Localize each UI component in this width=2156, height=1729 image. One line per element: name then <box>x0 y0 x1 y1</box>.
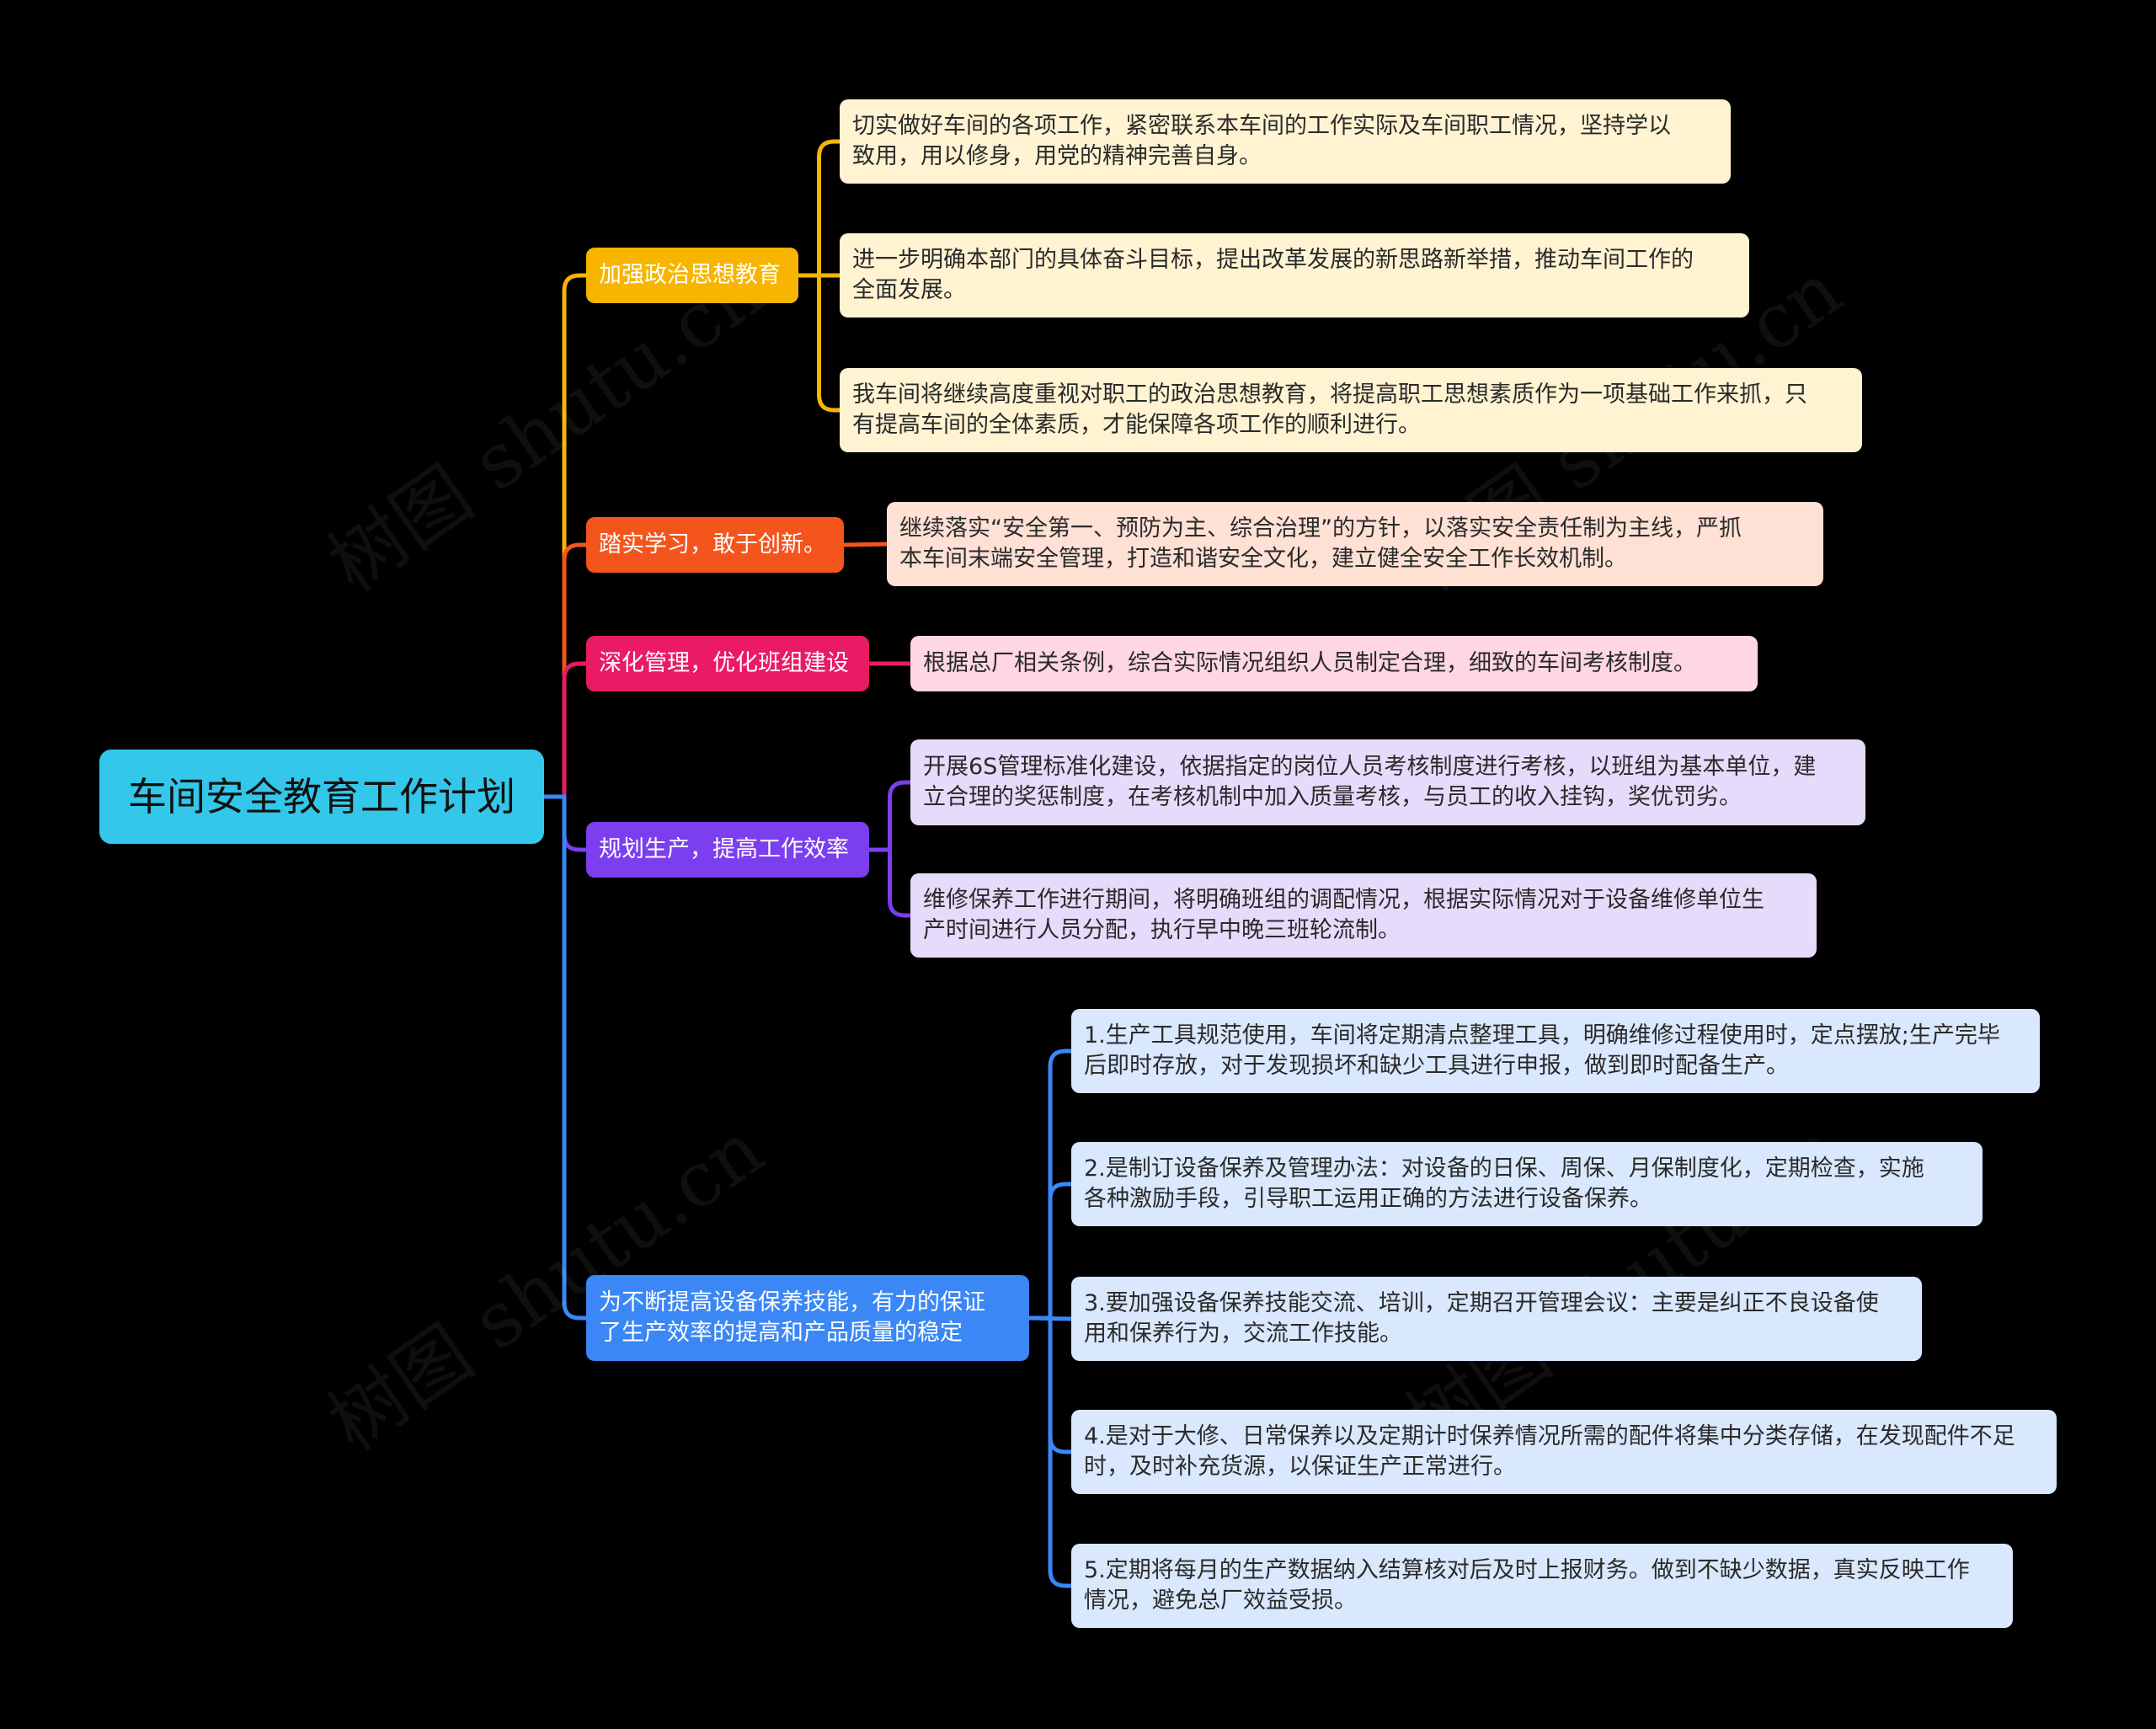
leaf-text: 3.要加强设备保养技能交流、培训，定期召开管理会议：主要是纠正不良设备使 用和保… <box>1084 1290 1879 1347</box>
root-node[interactable]: 车间安全教育工作计划 <box>99 750 544 844</box>
branch-label: 规划生产，提高工作效率 <box>599 836 849 862</box>
leaf-text: 切实做好车间的各项工作，紧密联系本车间的工作实际及车间职工情况，坚持学以 致用，… <box>852 113 1671 169</box>
root-label: 车间安全教育工作计划 <box>128 774 515 819</box>
leaf-node[interactable]: 根据总厂相关条例，综合实际情况组织人员制定合理，细致的车间考核制度。 <box>910 636 1758 691</box>
leaf-node[interactable]: 切实做好车间的各项工作，紧密联系本车间的工作实际及车间职工情况，坚持学以 致用，… <box>840 99 1731 184</box>
branch-node[interactable]: 深化管理，优化班组建设 <box>586 636 869 691</box>
leaf-node[interactable]: 1.生产工具规范使用，车间将定期清点整理工具，明确维修过程使用时，定点摆放;生产… <box>1071 1009 2040 1093</box>
leaf-text: 1.生产工具规范使用，车间将定期清点整理工具，明确维修过程使用时，定点摆放;生产… <box>1084 1022 2000 1079</box>
leaf-node[interactable]: 2.是制订设备保养及管理办法：对设备的日保、周保、月保制度化，定期检查，实施 各… <box>1071 1142 1983 1226</box>
connector-line <box>796 139 842 278</box>
connector-line <box>542 661 589 799</box>
leaf-text: 维修保养工作进行期间，将明确班组的调配情况，根据实际情况对于设备维修单位生 产时… <box>923 887 1764 943</box>
branch-node[interactable]: 规划生产，提高工作效率 <box>586 822 869 878</box>
connector-line <box>796 273 842 413</box>
connector-line <box>867 847 913 918</box>
leaf-text: 5.定期将每月的生产数据纳入结算核对后及时上报财务。做到不缺少数据，真实反映工作… <box>1084 1557 1970 1614</box>
connector-line <box>1027 1315 1074 1588</box>
connector-line <box>542 273 589 799</box>
connector-line <box>542 794 589 1321</box>
branch-label: 深化管理，优化班组建设 <box>599 650 849 676</box>
branch-label: 为不断提高设备保养技能，有力的保证 了生产效率的提高和产品质量的稳定 <box>599 1289 985 1346</box>
leaf-text: 继续落实“安全第一、预防为主、综合治理”的方针，以落实安全责任制为主线，严抓 本… <box>899 515 1742 572</box>
leaf-text: 进一步明确本部门的具体奋斗目标，提出改革发展的新思路新举措，推动车间工作的 全面… <box>852 247 1694 303</box>
leaf-text: 2.是制订设备保养及管理办法：对设备的日保、周保、月保制度化，定期检查，实施 各… <box>1084 1155 1924 1212</box>
leaf-node[interactable]: 维修保养工作进行期间，将明确班组的调配情况，根据实际情况对于设备维修单位生 产时… <box>910 873 1817 958</box>
leaf-node[interactable]: 4.是对于大修、日常保养以及定期计时保养情况所需的配件将集中分类存储，在发现配件… <box>1071 1410 2057 1494</box>
connector-line <box>1027 1182 1074 1321</box>
connector-line <box>1027 1049 1074 1321</box>
leaf-text: 4.是对于大修、日常保养以及定期计时保养情况所需的配件将集中分类存储，在发现配件… <box>1084 1423 2015 1480</box>
branch-label: 踏实学习，敢于创新。 <box>599 531 826 558</box>
connector-line <box>867 780 913 852</box>
leaf-node[interactable]: 5.定期将每月的生产数据纳入结算核对后及时上报财务。做到不缺少数据，真实反映工作… <box>1071 1544 2013 1628</box>
leaf-text: 开展6S管理标准化建设，依据指定的岗位人员考核制度进行考核，以班组为基本单位，建… <box>923 754 1817 810</box>
leaf-text: 我车间将继续高度重视对职工的政治思想教育，将提高职工思想素质作为一项基础工作来抓… <box>852 382 1807 438</box>
leaf-node[interactable]: 进一步明确本部门的具体奋斗目标，提出改革发展的新思路新举措，推动车间工作的 全面… <box>840 233 1749 318</box>
leaf-node[interactable]: 开展6S管理标准化建设，依据指定的岗位人员考核制度进行考核，以班组为基本单位，建… <box>910 739 1865 825</box>
branch-node[interactable]: 为不断提高设备保养技能，有力的保证 了生产效率的提高和产品质量的稳定 <box>586 1275 1029 1361</box>
branch-node[interactable]: 加强政治思想教育 <box>586 248 798 303</box>
branch-node[interactable]: 踏实学习，敢于创新。 <box>586 517 844 573</box>
connector-line <box>841 542 889 547</box>
leaf-node[interactable]: 3.要加强设备保养技能交流、培训，定期召开管理会议：主要是纠正不良设备使 用和保… <box>1071 1277 1922 1361</box>
leaf-node[interactable]: 我车间将继续高度重视对职工的政治思想教育，将提高职工思想素质作为一项基础工作来抓… <box>840 368 1862 452</box>
leaf-node[interactable]: 继续落实“安全第一、预防为主、综合治理”的方针，以落实安全责任制为主线，严抓 本… <box>887 502 1823 586</box>
connector-line <box>542 542 589 799</box>
leaf-text: 根据总厂相关条例，综合实际情况组织人员制定合理，细致的车间考核制度。 <box>923 650 1696 676</box>
branch-label: 加强政治思想教育 <box>599 262 781 288</box>
